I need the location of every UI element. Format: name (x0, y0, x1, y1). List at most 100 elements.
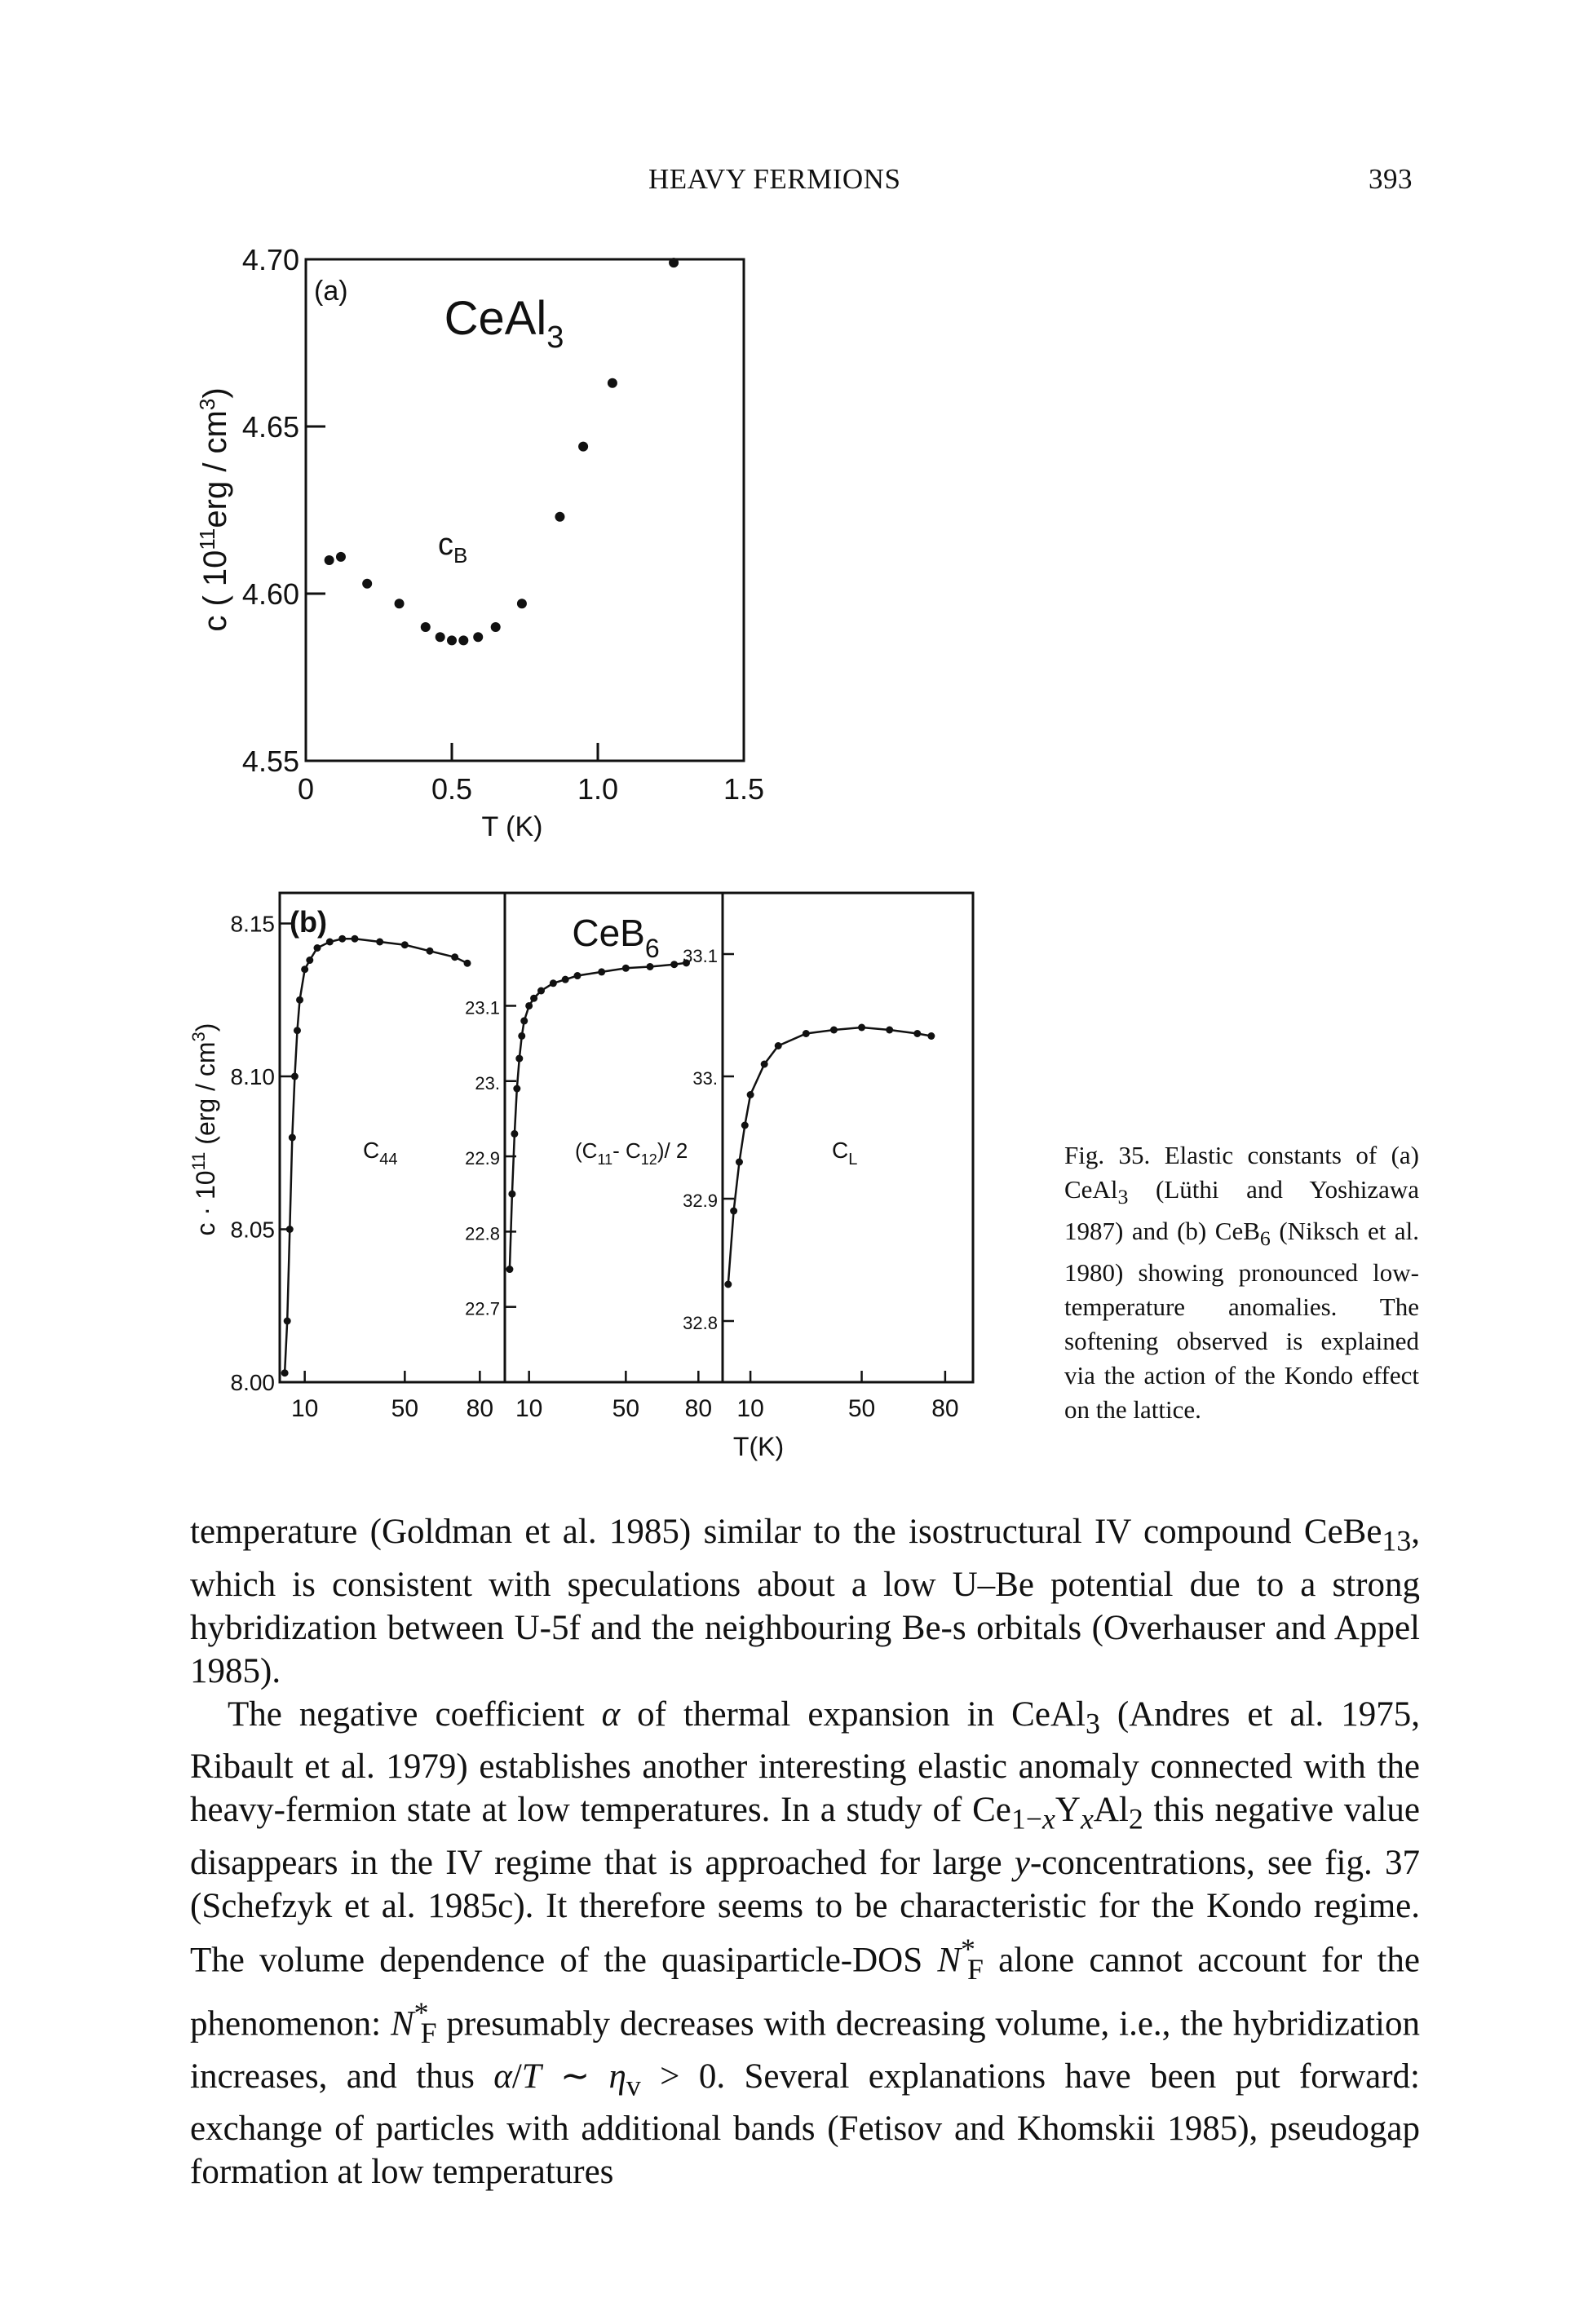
y-tick-label-b: 32.9 (683, 1191, 718, 1211)
y-tick-label-b: 23.1 (465, 997, 500, 1018)
y-tick-label-a: 4.55 (242, 744, 299, 778)
data-point-b (508, 1190, 516, 1198)
data-point-b (646, 962, 654, 970)
data-point-b (513, 1085, 521, 1093)
data-point-b (463, 959, 471, 967)
compound-label-b: CeB6 (572, 912, 659, 963)
data-point-b (913, 1030, 922, 1037)
data-point-a (607, 378, 617, 388)
data-point-a (362, 578, 373, 589)
data-point-b (561, 975, 569, 983)
data-point-b (858, 1023, 866, 1032)
data-point-b (518, 1032, 526, 1040)
data-point-b (746, 1091, 754, 1098)
x-tick-label-a: 1.0 (577, 772, 618, 806)
curve-label-c11-c12: (C11- C12)/ 2 (575, 1138, 688, 1168)
y-tick-label-b: 8.00 (231, 1370, 276, 1395)
header-title: HEAVY FERMIONS (648, 163, 901, 195)
running-header: HEAVY FERMIONS 393 (0, 163, 1592, 196)
data-point-b (760, 1060, 768, 1068)
data-point-a (555, 511, 565, 522)
caption-text: Fig. 35. Elastic constants of (a) CeAl3 … (1064, 1141, 1419, 1425)
data-point-b (670, 961, 679, 969)
x-tick-label-b: 50 (848, 1395, 875, 1422)
data-point-b (451, 953, 459, 961)
data-point-b (530, 994, 538, 1002)
compound-label-a: CeAl3 (444, 292, 564, 355)
data-point-b (313, 944, 321, 952)
data-point-b (537, 987, 545, 995)
y-axis-label-b: c · 1011 (erg / cm3) (188, 1023, 220, 1236)
data-point-b (730, 1207, 738, 1215)
x-tick-label-b: 80 (467, 1395, 493, 1422)
data-point-a (490, 622, 501, 632)
panel-label-a: (a) (314, 276, 348, 307)
data-point-b (573, 972, 582, 980)
data-point-a (458, 635, 469, 646)
data-point-b (285, 1226, 294, 1233)
y-axis-label-a: c ( 1011erg / cm3) (195, 387, 233, 631)
x-tick-label-b: 10 (515, 1395, 542, 1422)
data-point-b (293, 1027, 301, 1035)
data-point-b (511, 1129, 519, 1138)
x-axis-label-b: T(K) (733, 1432, 784, 1461)
data-point-b (506, 1266, 514, 1274)
data-point-a (435, 632, 445, 643)
data-curve-b (727, 1026, 932, 1285)
data-point-b (515, 1054, 524, 1063)
data-point-b (301, 965, 309, 974)
x-tick-label-a: 0.5 (431, 772, 472, 806)
data-point-b (306, 957, 314, 964)
y-tick-label-b: 22.7 (465, 1299, 500, 1319)
y-tick-label-a: 4.65 (242, 410, 299, 444)
x-tick-label-b: 10 (736, 1395, 763, 1422)
curve-label-cb: cB (438, 528, 467, 568)
data-point-b (886, 1026, 894, 1034)
data-point-b (621, 964, 630, 972)
data-point-b (520, 1017, 528, 1025)
data-point-a (335, 551, 346, 562)
data-point-a (420, 622, 431, 632)
curve-label-c44: C44 (363, 1138, 397, 1169)
data-point-b (829, 1026, 838, 1034)
data-point-b (525, 1001, 533, 1010)
data-point-b (735, 1158, 743, 1166)
data-point-b (296, 996, 304, 1004)
data-point-a (578, 441, 589, 452)
y-tick-label-b: 23. (475, 1073, 500, 1094)
data-point-b (351, 934, 359, 943)
page-number: 393 (1369, 163, 1413, 195)
panel-label-b: (b) (290, 905, 327, 939)
data-point-b (598, 968, 606, 976)
data-point-b (774, 1042, 782, 1049)
x-axis-label-a: T (K) (482, 811, 543, 842)
plot-frame-a (304, 258, 745, 762)
paragraph-2: The negative coefficient α of thermal ex… (190, 1694, 1421, 2192)
data-point-a (516, 599, 527, 609)
data-point-b (927, 1032, 935, 1040)
data-point-b (724, 1280, 732, 1288)
x-tick-label-b: 50 (391, 1395, 418, 1422)
data-curve-b (283, 938, 468, 1373)
data-point-b (549, 979, 557, 987)
x-tick-label-a: 0 (298, 772, 314, 806)
data-point-b (426, 947, 434, 955)
data-point-b (400, 941, 409, 949)
data-curve-b (508, 961, 687, 1270)
data-point-b (683, 959, 690, 967)
x-tick-label-b: 50 (612, 1395, 639, 1422)
data-point-b (338, 934, 347, 943)
y-tick-label-b: 8.05 (231, 1217, 276, 1243)
data-point-b (283, 1317, 291, 1325)
x-tick-label-b: 80 (931, 1395, 958, 1422)
data-point-b (325, 938, 334, 946)
x-tick-label-b: 80 (685, 1395, 712, 1422)
x-tick-label-b: 10 (291, 1395, 318, 1422)
data-point-b (288, 1133, 296, 1142)
data-point-b (281, 1369, 289, 1377)
data-point-b (376, 938, 384, 946)
y-tick-label-a: 4.70 (242, 243, 299, 276)
figure-b-chart: (b) CeB6 c · 1011 (erg / cm3) T(K) C44 (… (188, 891, 975, 1461)
data-point-b (290, 1072, 298, 1080)
y-tick-label-b: 33. (692, 1068, 718, 1089)
